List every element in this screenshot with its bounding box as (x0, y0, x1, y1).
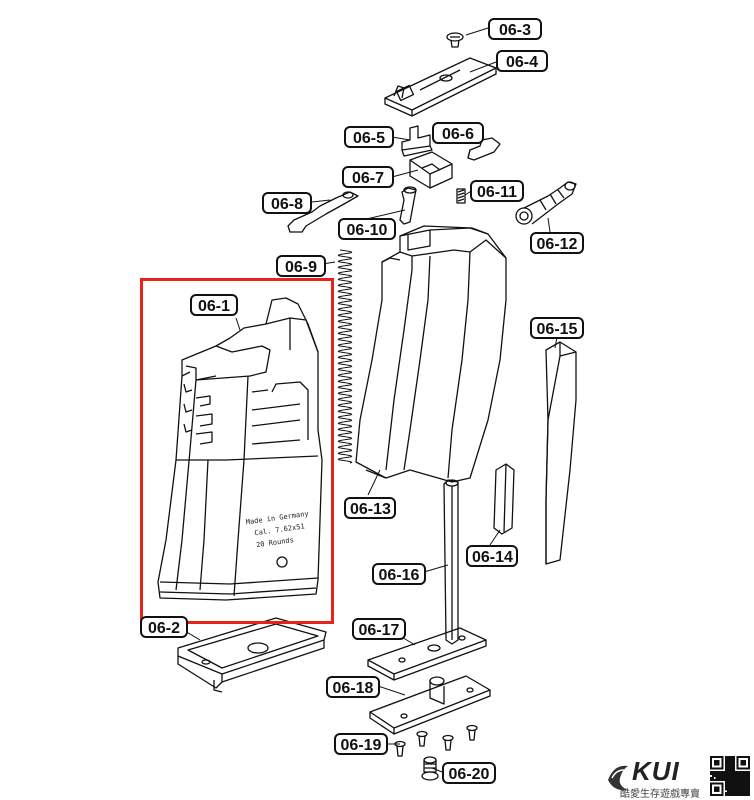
part-06-18-base-plate (369, 675, 491, 735)
label-06-13: 06-13 (344, 497, 396, 519)
part-06-19-screws (394, 724, 478, 757)
label-06-20: 06-20 (442, 762, 496, 784)
label-06-14: 06-14 (466, 545, 518, 567)
part-06-20-valve-screw (421, 756, 439, 781)
part-06-3-screw (446, 32, 464, 48)
label-06-19: 06-19 (334, 733, 388, 755)
label-06-7: 06-7 (342, 166, 394, 188)
part-06-6-lever (467, 137, 501, 161)
label-06-1: 06-1 (190, 294, 238, 316)
label-06-6: 06-6 (432, 122, 484, 144)
label-06-5: 06-5 (344, 126, 394, 148)
label-06-17: 06-17 (352, 618, 406, 640)
label-06-8: 06-8 (262, 192, 312, 214)
label-06-12: 06-12 (530, 232, 584, 254)
part-06-2-floor-plate (177, 617, 327, 693)
part-06-11-small-spring (456, 188, 466, 204)
part-06-12-valve (515, 181, 577, 225)
part-06-10-pin (399, 186, 417, 225)
part-06-15-curved-plate (545, 341, 577, 565)
part-06-17-plate (367, 627, 487, 681)
part-06-9-spring (337, 249, 353, 464)
qr-code (710, 756, 750, 796)
label-06-10: 06-10 (338, 218, 396, 240)
brand-name: KUI (632, 756, 680, 786)
part-06-1-magazine-outer (157, 297, 323, 601)
label-06-9: 06-9 (276, 255, 326, 277)
part-06-14-stick (493, 463, 515, 535)
label-06-16: 06-16 (372, 563, 426, 585)
brand-logo-mark (608, 765, 628, 791)
part-06-16-rod (443, 479, 459, 645)
label-06-4: 06-4 (496, 50, 548, 72)
label-06-2: 06-2 (140, 616, 188, 638)
part-06-8-lever (287, 191, 359, 233)
leader-lines (179, 27, 558, 773)
label-06-3: 06-3 (488, 18, 542, 40)
highlight-frame (140, 278, 334, 624)
label-06-11: 06-11 (470, 180, 524, 202)
part-06-5-latch (401, 125, 433, 157)
brand-slogan: 酷愛生存遊戲專賣 (620, 789, 700, 800)
label-06-15: 06-15 (530, 317, 584, 339)
part-06-7-block (409, 151, 453, 189)
part-06-13-magazine-shell (355, 225, 507, 483)
label-06-18: 06-18 (326, 676, 380, 698)
